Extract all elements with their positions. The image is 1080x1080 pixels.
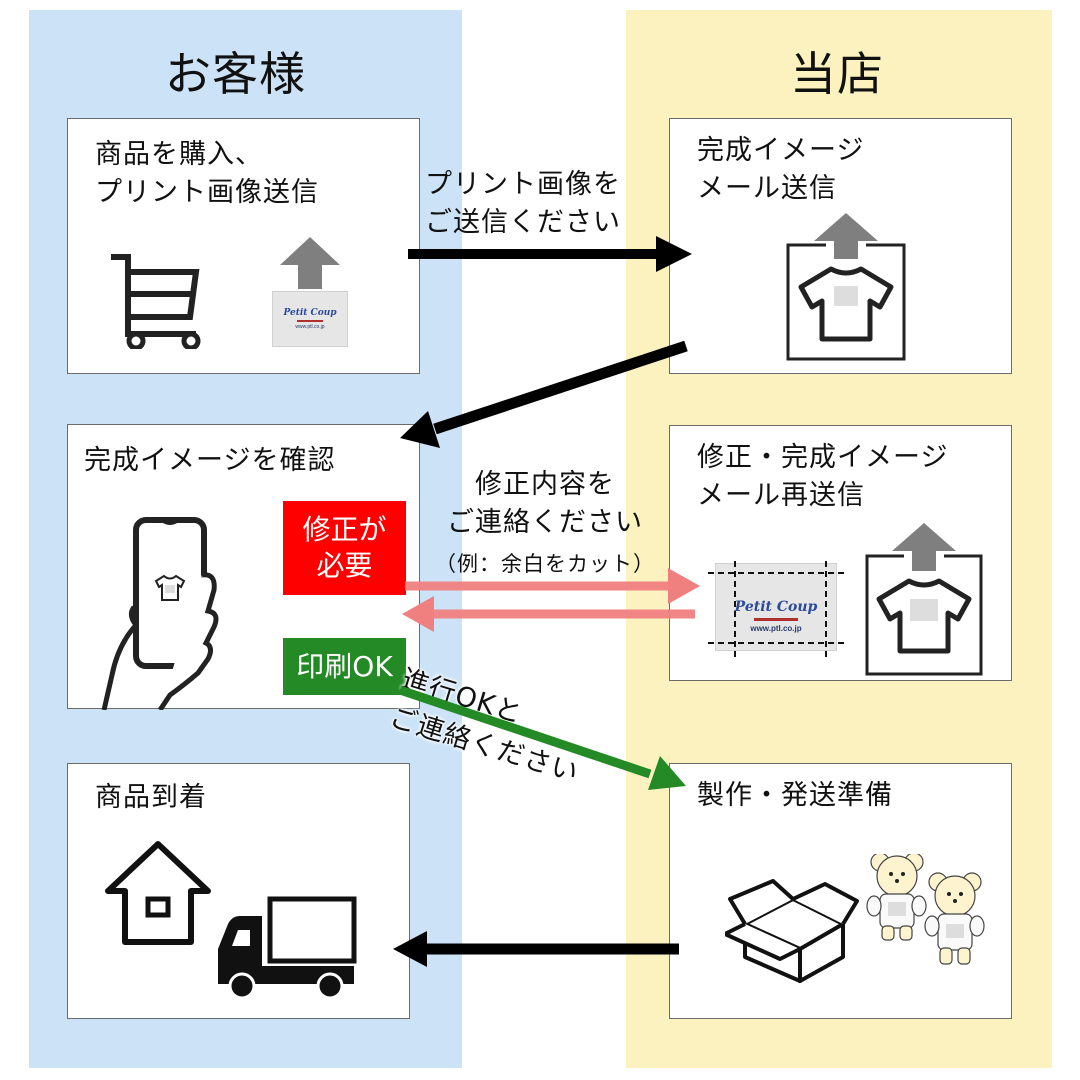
step-resend: 修正・完成イメージ メール再送信 Petit Coup www.ptl.co.j…	[669, 425, 1012, 681]
cardboard-box-icon	[725, 879, 859, 983]
shop-lane-title: 当店	[790, 47, 884, 101]
step-send-image: 完成イメージ メール送信	[669, 118, 1012, 374]
step-title: 商品を購入、 プリント画像送信	[95, 139, 319, 208]
teddy-bear-icon	[866, 854, 985, 965]
step-arrival: 商品到着	[67, 763, 410, 1019]
step-title: 製作・発送準備	[697, 780, 893, 811]
tshirt-upload-icon	[786, 213, 906, 361]
step-title: 完成イメージ メール送信	[697, 135, 865, 204]
fix-example-label: （例：余白をカット）	[435, 552, 655, 576]
shopping-cart-icon	[111, 254, 201, 349]
print-ok-tag: 印刷OK	[283, 638, 406, 695]
delivery-truck-icon	[218, 896, 357, 1000]
step-confirm: 完成イメージを確認 修正が 必要 印刷OK	[67, 424, 420, 710]
cropped-print-image: Petit Coup www.ptl.co.jp	[715, 563, 837, 651]
print-image-thumbnail: Petit Coup www.ptl.co.jp	[272, 291, 348, 347]
smartphone-hand-icon	[101, 517, 219, 710]
tshirt-upload-icon	[865, 523, 983, 676]
step-title: 商品到着	[95, 782, 207, 813]
step-title: 修正・完成イメージ メール再送信	[697, 442, 949, 511]
send-print-image-label: プリント画像を ご送信ください	[425, 169, 621, 238]
fix-details-label: 修正内容を ご連絡ください	[447, 469, 643, 538]
house-icon	[105, 841, 211, 945]
step-production: 製作・発送準備	[669, 763, 1012, 1019]
customer-lane-title: お客様	[165, 47, 306, 101]
step-purchase: 商品を購入、 プリント画像送信 Petit Coup www.ptl.co.jp	[67, 118, 420, 374]
upload-arrow-icon	[280, 237, 340, 289]
step-title: 完成イメージを確認	[84, 445, 336, 476]
needs-fix-tag: 修正が 必要	[283, 501, 406, 595]
crop-guides-icon	[708, 561, 848, 661]
